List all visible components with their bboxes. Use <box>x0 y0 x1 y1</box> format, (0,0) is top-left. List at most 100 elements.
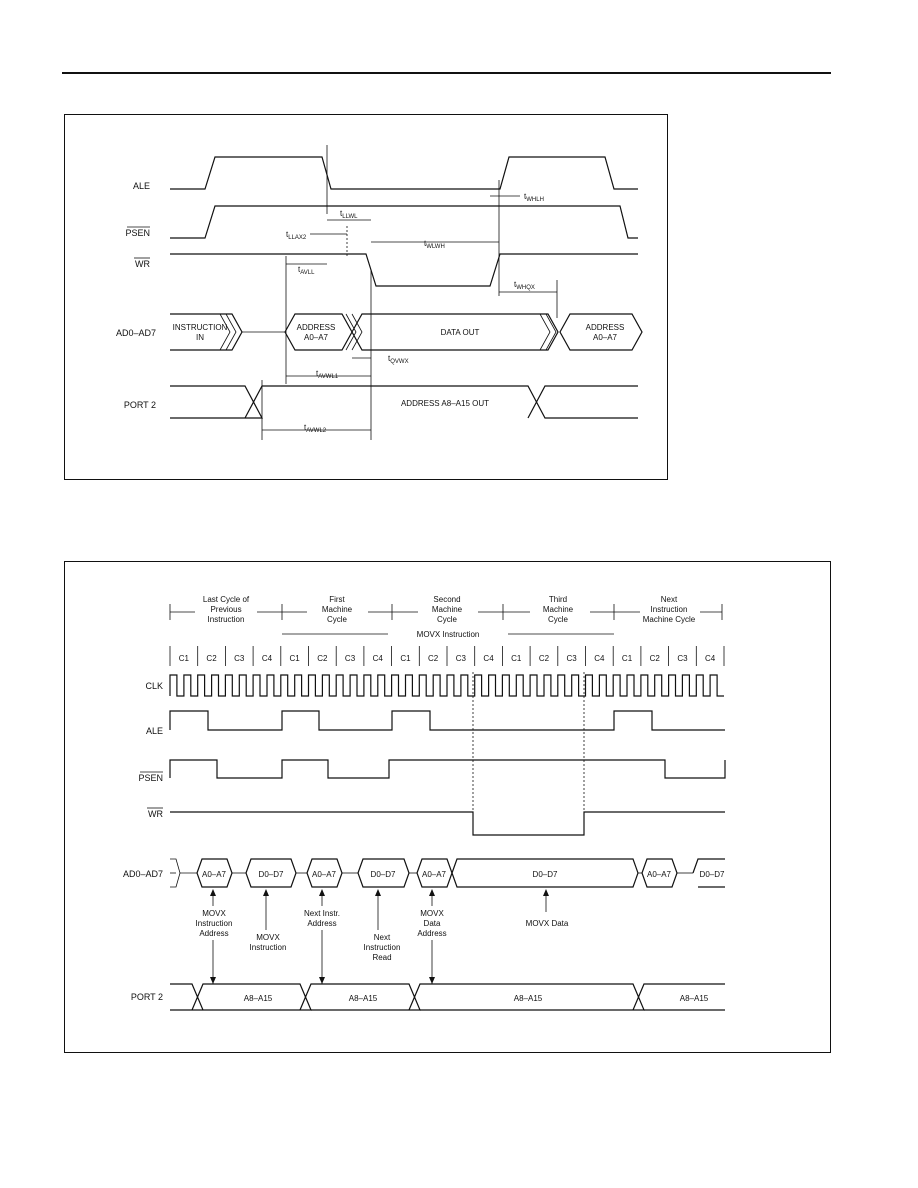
ad-label-6: A0–A7 <box>647 870 672 879</box>
clock-state-label: C2 <box>539 654 550 663</box>
cycle-label-1-line1: First <box>329 595 345 604</box>
diagram-frame-2 <box>64 561 831 1053</box>
annotation-labels: MOVX Instruction Address MOVX Instructio… <box>190 906 569 962</box>
port2-seg-3 <box>632 983 725 1011</box>
param-llwl: tLLWL <box>340 209 358 220</box>
ad-bus-row: A0–A7 D0–D7 A0–A7 D0–D7 A0–A7 D0–D7 A0–A… <box>170 858 725 888</box>
arrow-head-movx-instr-addr-down <box>210 977 216 984</box>
port2-bus-row: A8–A15 A8–A15 A8–A15 A8–A15 <box>170 983 725 1011</box>
signal-label-wr: WR <box>135 259 150 269</box>
cycle-label-1-line2: Machine <box>322 605 353 614</box>
param-llax2: tLLAX2 <box>286 230 307 241</box>
annotation-movx-instruction-2: Instruction <box>250 943 287 952</box>
ad-label-1: D0–D7 <box>259 870 284 879</box>
signal-label-psen: PSEN <box>125 228 150 238</box>
param-avwl2: tAVWL2 <box>304 423 327 434</box>
annotation-bg-1 <box>190 906 238 940</box>
ad-bus-address-next <box>559 313 643 351</box>
cycle-label-2-line1: Second <box>433 595 460 604</box>
arrow-head-movx-data-addr-down <box>429 977 435 984</box>
cycle-label-2-line3: Cycle <box>437 615 458 624</box>
ad-bus-chevrons-1 <box>219 313 237 351</box>
ad-bus-chevrons-3 <box>539 313 557 351</box>
annotation-movx-data-addr-1: MOVX <box>420 909 444 918</box>
clock-state-label: C1 <box>511 654 522 663</box>
annotation-bg-3 <box>412 906 452 940</box>
ad-seg-7 <box>692 858 725 888</box>
port2-seg-2 <box>408 983 645 1011</box>
ale-waveform <box>170 156 638 190</box>
arrow-head-next-instr-read <box>375 889 381 896</box>
port2-label-1: A8–A15 <box>349 994 378 1003</box>
write-cycle-timing-diagram: ALE PSEN WR AD0–AD7 PORT 2 INSTRUCTION I… <box>64 114 668 480</box>
cycle-header: Last Cycle of Previous Instruction First… <box>169 595 723 624</box>
cycle-label-0-line3: Instruction <box>208 615 245 624</box>
bus-label-instruction-in-2: IN <box>196 333 204 342</box>
annotation-next-instr-read-3: Read <box>372 953 391 962</box>
annotation-movx-data: MOVX Data <box>526 919 569 928</box>
port2-bus <box>170 385 638 419</box>
bus-label-instruction-in-1: INSTRUCTION <box>173 323 228 332</box>
cycle-label-4-line2: Instruction <box>651 605 688 614</box>
movx-instruction-label: MOVX Instruction <box>417 630 480 639</box>
annotation-movx-instruction-1: MOVX <box>256 933 280 942</box>
signal-label-wr-2: WR <box>148 809 163 819</box>
port2-label-3: A8–A15 <box>680 994 709 1003</box>
annotation-next-instr-addr-2: Address <box>307 919 336 928</box>
annotation-movx-data-addr-2: Data <box>424 919 441 928</box>
ad-label-5: D0–D7 <box>533 870 558 879</box>
clock-state-label: C4 <box>483 654 494 663</box>
ad-label-7: D0–D7 <box>700 870 725 879</box>
diagram-frame <box>64 114 668 480</box>
psen-waveform-2 <box>169 759 726 779</box>
psen-waveform <box>170 205 638 239</box>
arrow-head-next-instr-addr-down <box>319 977 325 984</box>
clock-state-label: C3 <box>567 654 578 663</box>
clock-state-label: C1 <box>622 654 633 663</box>
cycle-label-3-line2: Machine <box>543 605 574 614</box>
clock-state-label: C1 <box>290 654 301 663</box>
cycle-label-3-line3: Cycle <box>548 615 569 624</box>
signal-label-ale: ALE <box>133 181 150 191</box>
signal-label-clk: CLK <box>145 681 163 691</box>
param-wlwh: tWLWH <box>424 239 445 250</box>
wr-waveform <box>170 253 638 287</box>
signal-label-ad-2: AD0–AD7 <box>123 869 163 879</box>
cycle-label-0-line2: Previous <box>210 605 241 614</box>
annotation-movx-instr-addr-1: MOVX <box>202 909 226 918</box>
cycle-label-4-line1: Next <box>661 595 678 604</box>
port2-label-0: A8–A15 <box>244 994 273 1003</box>
param-qvwx: tQVWX <box>388 354 409 365</box>
signal-label-ale-2: ALE <box>146 726 163 736</box>
clock-state-label: C1 <box>400 654 411 663</box>
cycle-label-1-line3: Cycle <box>327 615 348 624</box>
arrow-head-movx-instr-addr-up <box>210 889 216 896</box>
port2-seg-1 <box>299 983 421 1011</box>
cycle-label-4-line3: Machine Cycle <box>643 615 696 624</box>
clock-state-label: C2 <box>428 654 439 663</box>
clock-state-label: C2 <box>206 654 217 663</box>
arrow-head-next-instr-addr-up <box>319 889 325 896</box>
arrow-head-movx-data-addr-up <box>429 889 435 896</box>
ad-label-2: A0–A7 <box>312 870 337 879</box>
clock-state-label: C4 <box>594 654 605 663</box>
ad-label-4: A0–A7 <box>422 870 447 879</box>
header-rule <box>62 72 831 74</box>
param-avwl1: tAVWL1 <box>316 369 339 380</box>
clock-state-label: C4 <box>262 654 273 663</box>
cycle-label-0-line1: Last Cycle of <box>203 595 250 604</box>
bus-label-address-low-1: ADDRESS <box>297 323 336 332</box>
param-whlh: tWHLH <box>524 192 544 203</box>
signal-label-psen-2: PSEN <box>138 773 163 783</box>
clock-state-label: C3 <box>677 654 688 663</box>
ad-label-0: A0–A7 <box>202 870 227 879</box>
annotation-movx-instr-addr-2: Instruction <box>196 919 233 928</box>
signal-label-port2-2: PORT 2 <box>131 992 163 1002</box>
ad-bus-data-out <box>351 313 559 351</box>
arrow-head-movx-data <box>543 889 549 896</box>
arrow-head-movx-instruction <box>263 889 269 896</box>
cycle-boundary-ticks <box>169 604 723 620</box>
annotation-movx-instr-addr-3: Address <box>199 929 228 938</box>
